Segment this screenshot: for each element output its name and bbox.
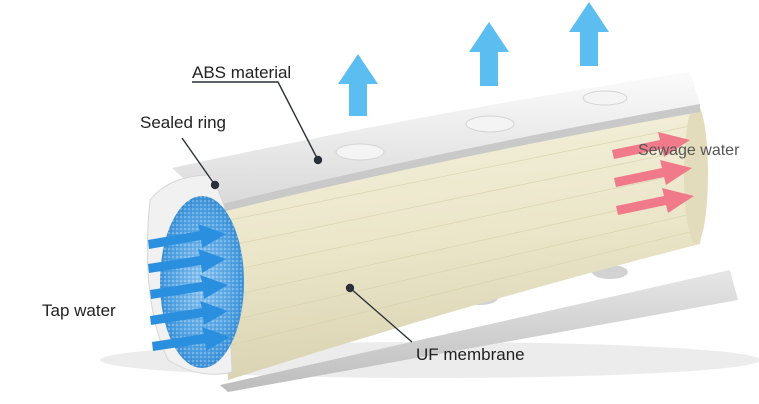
lower-housing (220, 270, 738, 392)
arrow-right-icon (148, 249, 226, 273)
arrow-right-icon (150, 301, 228, 325)
label-abs-material: ABS material (192, 63, 292, 82)
leader-sealed-ring (181, 137, 216, 186)
label-tap-water: Tap water (42, 301, 116, 320)
leader-lines (181, 81, 413, 343)
arrow-up-icon (469, 22, 509, 86)
label-sewage-water: Sewage water (638, 142, 740, 159)
arrow-right-icon (614, 160, 692, 187)
arrow-right-icon (150, 275, 228, 299)
tap-water-arrows (148, 224, 230, 351)
uf-membrane-bundle (218, 105, 705, 380)
arrow-right-icon (616, 188, 694, 215)
label-sealed-ring: Sealed ring (140, 113, 227, 132)
sewage-water-arrows (612, 132, 694, 215)
arrow-up-icon (338, 54, 378, 116)
upper-housing-edge (214, 104, 700, 214)
upper-housing-bumps (335, 90, 628, 161)
permeate-water-arrows (338, 2, 609, 116)
leader-uf-membrane (349, 287, 413, 343)
leader-dots (210, 155, 355, 293)
arrow-right-icon (152, 327, 230, 351)
arrow-up-icon (569, 2, 609, 66)
label-uf-membrane: UF membrane (416, 345, 525, 364)
upper-housing-abs (172, 72, 700, 206)
arrow-right-icon (148, 224, 226, 249)
membrane-end-cap (684, 104, 708, 244)
leader-abs-material (192, 81, 319, 161)
arrow-right-icon (612, 132, 690, 159)
